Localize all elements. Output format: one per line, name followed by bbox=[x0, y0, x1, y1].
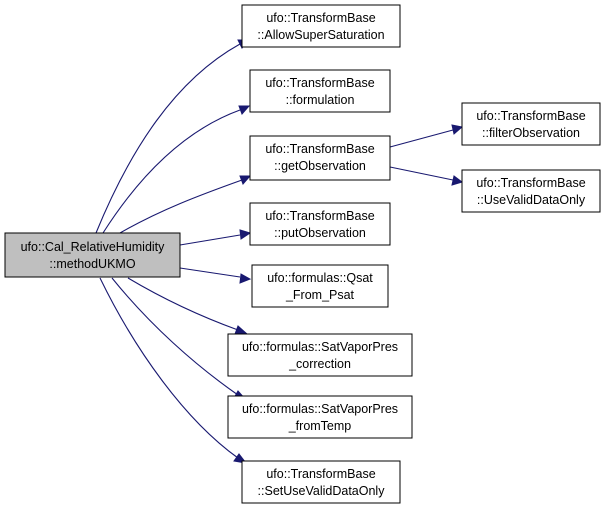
node-get-observation[interactable]: ufo::TransformBase ::getObservation bbox=[249, 135, 391, 181]
node-filter-observation[interactable]: ufo::TransformBase ::filterObservation bbox=[461, 102, 601, 146]
edge-root-qsat bbox=[179, 267, 241, 278]
node-svptemp-line1: ufo::formulas::SatVaporPres bbox=[242, 402, 398, 416]
edge-root-svpcorr bbox=[127, 277, 239, 331]
node-filterobs-line2: ::filterObservation bbox=[482, 126, 580, 140]
node-filterobs-line1: ufo::TransformBase bbox=[476, 109, 585, 123]
node-setuse-line2: ::SetUseValidDataOnly bbox=[258, 484, 386, 498]
arrowhead-root-getobs bbox=[239, 175, 252, 185]
edge-getobs-usevalid bbox=[389, 166, 454, 181]
node-svpcorr-line1: ufo::formulas::SatVaporPres bbox=[242, 340, 398, 354]
edge-root-form bbox=[102, 109, 241, 234]
arrowhead-root-form bbox=[238, 105, 251, 115]
node-sat-vapor-pres-correction[interactable]: ufo::formulas::SatVaporPres _correction bbox=[227, 333, 413, 377]
node-allow-line2: ::AllowSuperSaturation bbox=[257, 28, 384, 42]
node-usevalid-line1: ufo::TransformBase bbox=[476, 176, 585, 190]
node-form-line1: ufo::TransformBase bbox=[265, 76, 374, 90]
edge-root-svptemp bbox=[111, 277, 239, 396]
edge-root-putobs bbox=[179, 234, 241, 246]
node-form-line2: ::formulation bbox=[286, 93, 355, 107]
node-root-line1: ufo::Cal_RelativeHumidity bbox=[21, 240, 166, 254]
arrowhead-root-putobs bbox=[239, 229, 252, 240]
node-use-valid-data-only[interactable]: ufo::TransformBase ::UseValidDataOnly bbox=[461, 169, 601, 213]
arrowhead-root-qsat bbox=[239, 273, 252, 284]
edge-getobs-filterobs bbox=[389, 129, 454, 148]
node-qsat-line1: ufo::formulas::Qsat bbox=[267, 271, 373, 285]
arrowhead-getobs-usevalid bbox=[451, 175, 464, 186]
node-root-line2: ::methodUKMO bbox=[49, 257, 135, 271]
node-qsat-line2: _From_Psat bbox=[285, 288, 355, 302]
node-sat-vapor-pres-from-temp[interactable]: ufo::formulas::SatVaporPres _fromTemp bbox=[227, 395, 413, 439]
node-setuse-line1: ufo::TransformBase bbox=[266, 467, 375, 481]
node-getobs-line1: ufo::TransformBase bbox=[265, 142, 374, 156]
node-usevalid-line2: ::UseValidDataOnly bbox=[477, 193, 586, 207]
node-allow-super-saturation[interactable]: ufo::TransformBase ::AllowSuperSaturatio… bbox=[241, 4, 401, 48]
node-putobs-line2: ::putObservation bbox=[274, 226, 366, 240]
node-allow-line1: ufo::TransformBase bbox=[266, 11, 375, 25]
node-getobs-line2: ::getObservation bbox=[274, 159, 366, 173]
edge-root-setuse bbox=[99, 277, 239, 459]
node-formulation[interactable]: ufo::TransformBase ::formulation bbox=[249, 69, 391, 113]
node-put-observation[interactable]: ufo::TransformBase ::putObservation bbox=[249, 202, 391, 246]
node-qsat-from-psat[interactable]: ufo::formulas::Qsat _From_Psat bbox=[251, 264, 389, 308]
arrowhead-getobs-filterobs bbox=[451, 124, 464, 135]
node-svptemp-line2: _fromTemp bbox=[288, 419, 352, 433]
arrowhead-root-svpcorr bbox=[234, 325, 249, 335]
edge-root-allow bbox=[95, 43, 241, 234]
node-svpcorr-line2: _correction bbox=[288, 357, 351, 371]
edge-root-getobs bbox=[119, 179, 243, 234]
node-root[interactable]: ufo::Cal_RelativeHumidity ::methodUKMO bbox=[4, 232, 181, 278]
node-putobs-line1: ufo::TransformBase bbox=[265, 209, 374, 223]
node-set-use-valid-data-only[interactable]: ufo::TransformBase ::SetUseValidDataOnly bbox=[241, 460, 401, 504]
nodes: ufo::Cal_RelativeHumidity ::methodUKMO u… bbox=[4, 4, 601, 504]
